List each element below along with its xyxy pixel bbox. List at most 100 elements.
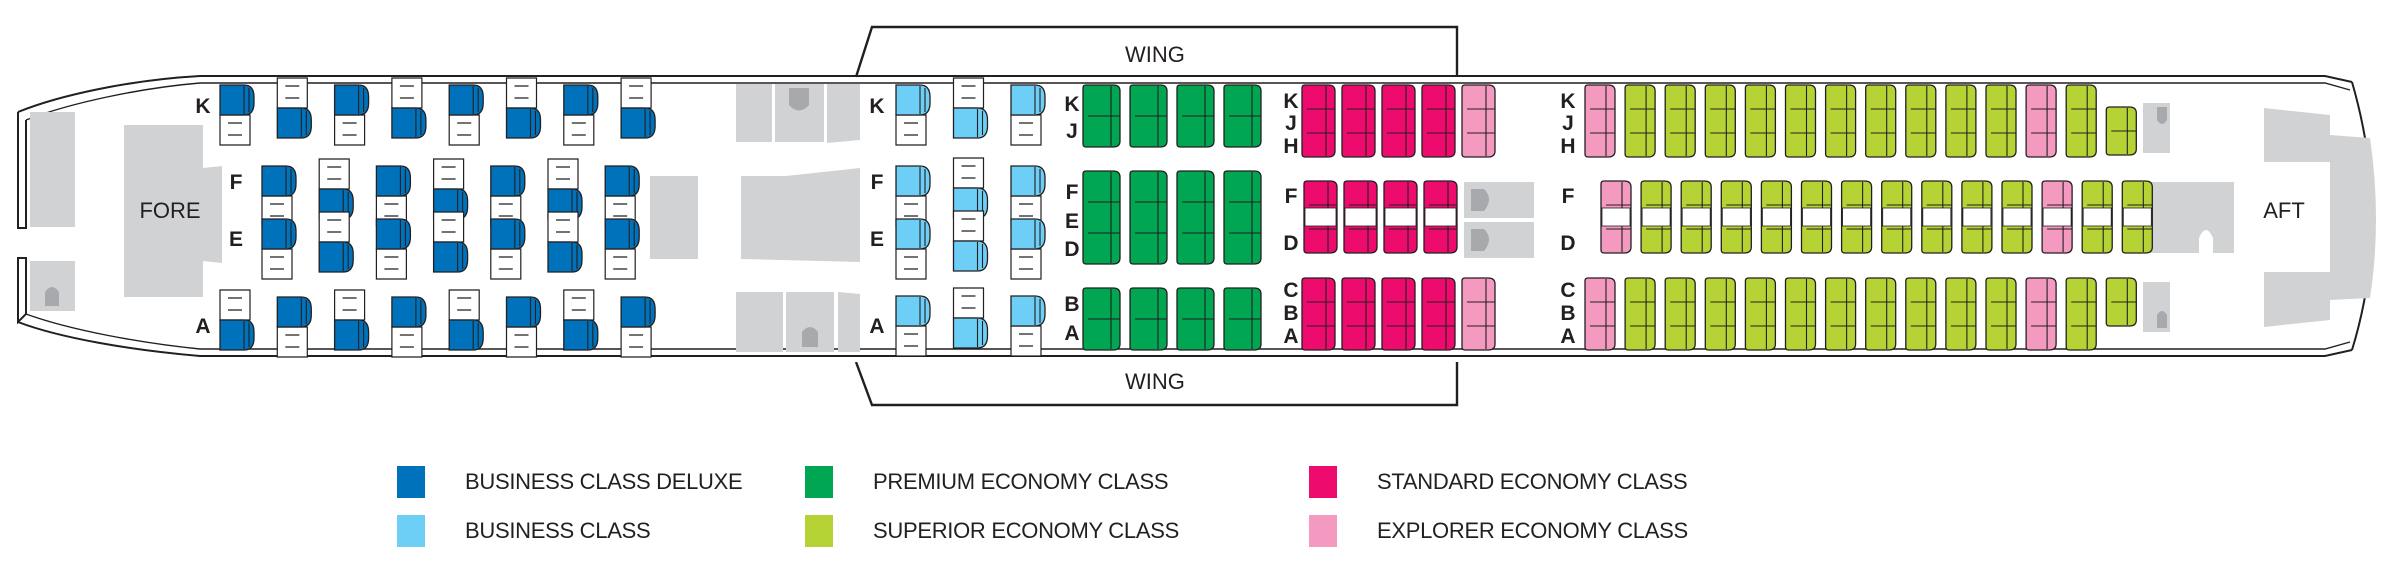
seat-business-deluxe-f[interactable] xyxy=(375,165,412,227)
seat-business-deluxe-a[interactable] xyxy=(276,296,312,358)
seat-economy-fd[interactable] xyxy=(2041,180,2073,254)
seat-business-f[interactable] xyxy=(895,165,931,227)
seat-business-f[interactable] xyxy=(952,157,989,219)
seat-economy-fd[interactable] xyxy=(1680,180,1712,254)
seat-business-k[interactable] xyxy=(952,77,989,139)
seat-economy-cba[interactable] xyxy=(1421,277,1456,351)
seat-economy-fd[interactable] xyxy=(1640,180,1672,254)
seat-business-deluxe-k[interactable] xyxy=(448,84,484,146)
seat-economy-cba[interactable] xyxy=(1341,277,1376,351)
seat-business-e[interactable] xyxy=(895,218,931,280)
seat-economy-kjh[interactable] xyxy=(2025,84,2057,158)
seat-economy-cba[interactable] xyxy=(1784,277,1817,351)
seat-premium-economy-fed[interactable] xyxy=(1223,170,1262,265)
seat-economy-fd[interactable] xyxy=(1423,180,1458,254)
seat-economy-fd[interactable] xyxy=(2081,180,2113,254)
seat-economy-kjh[interactable] xyxy=(1664,84,1696,158)
seat-business-deluxe-a[interactable] xyxy=(219,289,255,351)
seat-economy-cba[interactable] xyxy=(1381,277,1416,351)
seat-business-k[interactable] xyxy=(895,84,931,146)
seat-premium-economy-kj[interactable] xyxy=(1223,84,1262,148)
seat-business-deluxe-k[interactable] xyxy=(620,77,656,139)
seat-business-deluxe-e[interactable] xyxy=(432,211,469,273)
seat-business-f[interactable] xyxy=(1010,165,1046,227)
seat-business-e[interactable] xyxy=(1010,218,1046,280)
seat-economy-cba[interactable] xyxy=(1945,277,1977,351)
seat-premium-economy-ba[interactable] xyxy=(1176,287,1215,351)
seat-economy-cba[interactable] xyxy=(2065,277,2097,351)
seat-economy-fd[interactable] xyxy=(1961,180,1993,254)
seat-economy-cba[interactable] xyxy=(1704,277,1736,351)
seat-business-deluxe-k[interactable] xyxy=(219,84,255,146)
seat-economy-kjh[interactable] xyxy=(1381,84,1416,158)
seat-economy-kjh[interactable] xyxy=(1945,84,1977,158)
seat-economy-cba[interactable] xyxy=(1865,277,1897,351)
seat-premium-economy-kj[interactable] xyxy=(1082,84,1121,148)
seat-business-deluxe-a[interactable] xyxy=(620,296,656,358)
seat-economy-cba[interactable] xyxy=(1301,277,1336,351)
seat-business-a[interactable] xyxy=(1010,295,1046,357)
seat-economy-kjh[interactable] xyxy=(1865,84,1897,158)
seat-economy-kjh[interactable] xyxy=(1584,84,1616,158)
seat-business-deluxe-k[interactable] xyxy=(391,77,427,139)
seat-economy-fd[interactable] xyxy=(1760,180,1793,254)
seat-economy-kjh[interactable] xyxy=(1985,84,2017,158)
seat-economy-cba[interactable] xyxy=(1905,277,1937,351)
seat-economy-fd[interactable] xyxy=(1840,180,1873,254)
seat-economy-kjh[interactable] xyxy=(1624,84,1656,158)
seat-business-deluxe-f[interactable] xyxy=(261,165,297,227)
seat-premium-economy-ba[interactable] xyxy=(1129,287,1168,351)
seat-business-deluxe-e[interactable] xyxy=(490,218,526,280)
seat-business-e[interactable] xyxy=(952,210,989,272)
seat-economy-fd[interactable] xyxy=(1800,180,1833,254)
seat-business-a[interactable] xyxy=(952,287,989,349)
seat-business-deluxe-k[interactable] xyxy=(276,77,312,139)
seat-economy-kjh[interactable] xyxy=(1824,84,1857,158)
seat-economy-cba[interactable] xyxy=(1624,277,1656,351)
seat-economy-kjh[interactable] xyxy=(1341,84,1376,158)
seat-economy-kjh[interactable] xyxy=(1905,84,1937,158)
seat-economy-cba[interactable] xyxy=(1584,277,1616,351)
seat-business-deluxe-a[interactable] xyxy=(391,296,427,358)
seat-economy-kjh[interactable] xyxy=(1744,84,1777,158)
seat-business-a[interactable] xyxy=(895,295,931,357)
seat-economy-cba[interactable] xyxy=(1824,277,1857,351)
seat-business-deluxe-f[interactable] xyxy=(547,158,583,220)
seat-premium-economy-kj[interactable] xyxy=(1176,84,1215,148)
seat-premium-economy-ba[interactable] xyxy=(1082,287,1121,351)
seat-business-deluxe-f[interactable] xyxy=(604,165,640,227)
seat-business-deluxe-a[interactable] xyxy=(333,289,370,351)
seat-economy-fd[interactable] xyxy=(2001,180,2033,254)
seat-premium-economy-ba[interactable] xyxy=(1223,287,1262,351)
seat-economy-fd[interactable] xyxy=(1921,180,1953,254)
seat-economy-fd[interactable] xyxy=(1383,180,1418,254)
seat-economy-kjh[interactable] xyxy=(1461,84,1496,158)
seat-premium-economy-fed[interactable] xyxy=(1082,170,1121,265)
seat-business-deluxe-f[interactable] xyxy=(318,158,354,220)
seat-economy-kjh[interactable] xyxy=(1421,84,1456,158)
seat-premium-economy-kj[interactable] xyxy=(1129,84,1168,148)
seat-business-deluxe-e[interactable] xyxy=(547,211,583,273)
seat-business-deluxe-k[interactable] xyxy=(333,84,370,146)
seat-premium-economy-fed[interactable] xyxy=(1176,170,1215,265)
seat-economy-fd[interactable] xyxy=(1720,180,1752,254)
seat-economy-fd[interactable] xyxy=(1303,180,1338,254)
seat-economy-kjh[interactable] xyxy=(1784,84,1817,158)
seat-economy-fd[interactable] xyxy=(2121,180,2153,254)
seat-business-deluxe-f[interactable] xyxy=(490,165,526,227)
seat-business-deluxe-a[interactable] xyxy=(505,296,542,358)
seat-economy-cba[interactable] xyxy=(1664,277,1696,351)
seat-economy-ba[interactable] xyxy=(2105,277,2137,327)
seat-business-k[interactable] xyxy=(1010,84,1046,146)
seat-economy-cba[interactable] xyxy=(1744,277,1777,351)
seat-business-deluxe-k[interactable] xyxy=(505,77,542,139)
seat-economy-kjh[interactable] xyxy=(1301,84,1336,158)
seat-business-deluxe-k[interactable] xyxy=(563,84,599,146)
seat-premium-economy-fed[interactable] xyxy=(1129,170,1168,265)
seat-economy-cba[interactable] xyxy=(2025,277,2057,351)
seat-business-deluxe-e[interactable] xyxy=(375,218,412,280)
seat-business-deluxe-a[interactable] xyxy=(563,289,599,351)
seat-business-deluxe-f[interactable] xyxy=(432,158,469,220)
seat-economy-cba[interactable] xyxy=(1985,277,2017,351)
seat-business-deluxe-e[interactable] xyxy=(604,218,640,280)
